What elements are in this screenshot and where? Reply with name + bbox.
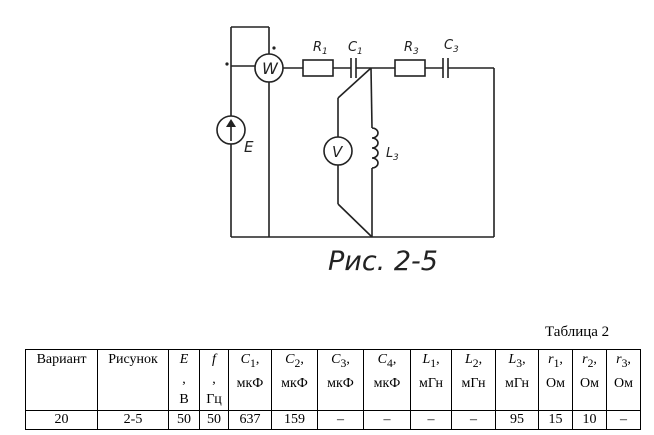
voltmeter-label: V [332, 143, 344, 161]
wire-branch-right-top [370, 67, 373, 129]
table-cell: 20 [25, 410, 98, 430]
header-symbol: C [331, 352, 341, 367]
header-symbol: L [508, 352, 517, 367]
header-unit: Ом [580, 375, 599, 391]
data-table: Вариант Рисунок E,В f,Гц C1,мкФ C2,мкФ C… [25, 349, 641, 430]
header-cell: L3,мГн [495, 349, 539, 411]
header-cell: L1,мГн [410, 349, 452, 411]
header-symbol: C [285, 352, 295, 367]
table-cell: 2-5 [97, 410, 169, 430]
header-unit: мГн [505, 375, 529, 391]
r3-label: R [404, 40, 413, 55]
header-symbol: r [616, 352, 622, 367]
header-cell: L2,мГн [451, 349, 496, 411]
table-cell: – [363, 410, 411, 430]
c1-label: C [348, 40, 358, 55]
r1-label: R [313, 40, 322, 55]
table-caption: Таблица 2 [545, 324, 610, 340]
header-sub: 3 [621, 356, 628, 370]
wattmeter-label: W [262, 59, 279, 78]
header-cell: Рисунок [97, 349, 169, 411]
c1-sub: 1 [357, 47, 363, 57]
r3-sub: 3 [413, 47, 419, 57]
node-dot-left [225, 62, 229, 66]
circuit-diagram: W V E R 1 C 1 R 3 C 3 L 3 Рис. 2-5 [216, 26, 495, 277]
header-sub: 2 [294, 356, 301, 370]
header-unit: Ом [614, 375, 633, 391]
c3-sub: 3 [453, 45, 459, 55]
header-cell: C3,мкФ [317, 349, 364, 411]
table-row: 20 2-5 50 50 637 159 – – – – 95 15 10 – [25, 410, 641, 430]
header-sub: 3 [516, 356, 523, 370]
header-symbol: f [212, 352, 216, 367]
voltmeter-circle [323, 136, 353, 166]
table-cell: 50 [168, 410, 200, 430]
table-cell: 637 [228, 410, 272, 430]
node-dot-wattmeter [272, 46, 276, 50]
table-cell: 10 [572, 410, 607, 430]
table-cell: 15 [538, 410, 573, 430]
header-unit: мГн [419, 375, 443, 391]
header-unit: Ом [546, 375, 565, 391]
header-cell: Вариант [25, 349, 98, 411]
header-unit: Гц [206, 392, 222, 407]
header-unit: В [179, 392, 189, 407]
table-header-row: Вариант Рисунок E,В f,Гц C1,мкФ C2,мкФ C… [25, 349, 641, 411]
table-cell: – [606, 410, 641, 430]
c3-label: C [444, 38, 454, 53]
header-cell: f,Гц [199, 349, 229, 411]
header-unit: мкФ [327, 375, 354, 391]
header-label: Рисунок [108, 352, 158, 367]
l3-label: L [386, 146, 393, 161]
table-cell: 50 [199, 410, 229, 430]
source-label: E [244, 138, 254, 156]
resistor-r3 [394, 59, 426, 77]
header-label: Вариант [36, 352, 87, 367]
resistor-r1 [302, 59, 334, 77]
header-symbol: r [548, 352, 554, 367]
header-cell: C2,мкФ [271, 349, 318, 411]
header-sub: 4 [387, 356, 393, 370]
header-cell: r3,Ом [606, 349, 641, 411]
header-symbol: r [582, 352, 588, 367]
header-cell: r1,Ом [538, 349, 573, 411]
table-cell: – [451, 410, 496, 430]
table-cell: – [317, 410, 364, 430]
wire-branch-diag-left-top [337, 67, 372, 99]
wattmeter-circle [254, 53, 284, 83]
header-unit: мГн [461, 375, 486, 391]
header-symbol: L [464, 352, 473, 367]
header-sub: 3 [340, 356, 347, 370]
header-sub: 1 [553, 356, 560, 370]
table-cell: – [410, 410, 452, 430]
l3-sub: 3 [393, 153, 399, 163]
header-sub: 2 [587, 356, 594, 370]
table-cell: 95 [495, 410, 539, 430]
inductor-l3 [371, 127, 379, 169]
figure-caption: Рис. 2-5 [328, 246, 438, 277]
table-cell: 159 [271, 410, 318, 430]
r1-sub: 1 [322, 47, 328, 57]
header-symbol: E [179, 352, 189, 367]
header-symbol: L [422, 352, 431, 367]
header-sub: 1 [250, 356, 256, 370]
header-unit: мкФ [281, 375, 308, 391]
header-unit: мкФ [373, 375, 401, 391]
header-symbol: C [240, 352, 250, 367]
header-symbol: C [377, 352, 387, 367]
header-sub: 2 [472, 356, 479, 370]
header-unit: мкФ [236, 375, 264, 391]
header-sub: 1 [430, 356, 437, 370]
header-cell: r2,Ом [572, 349, 607, 411]
header-cell: C4,мкФ [363, 349, 411, 411]
source-arrow-head [226, 119, 236, 127]
header-cell: E,В [168, 349, 200, 411]
header-cell: C1,мкФ [228, 349, 272, 411]
wire-branch-diag-left-bottom [337, 203, 373, 238]
